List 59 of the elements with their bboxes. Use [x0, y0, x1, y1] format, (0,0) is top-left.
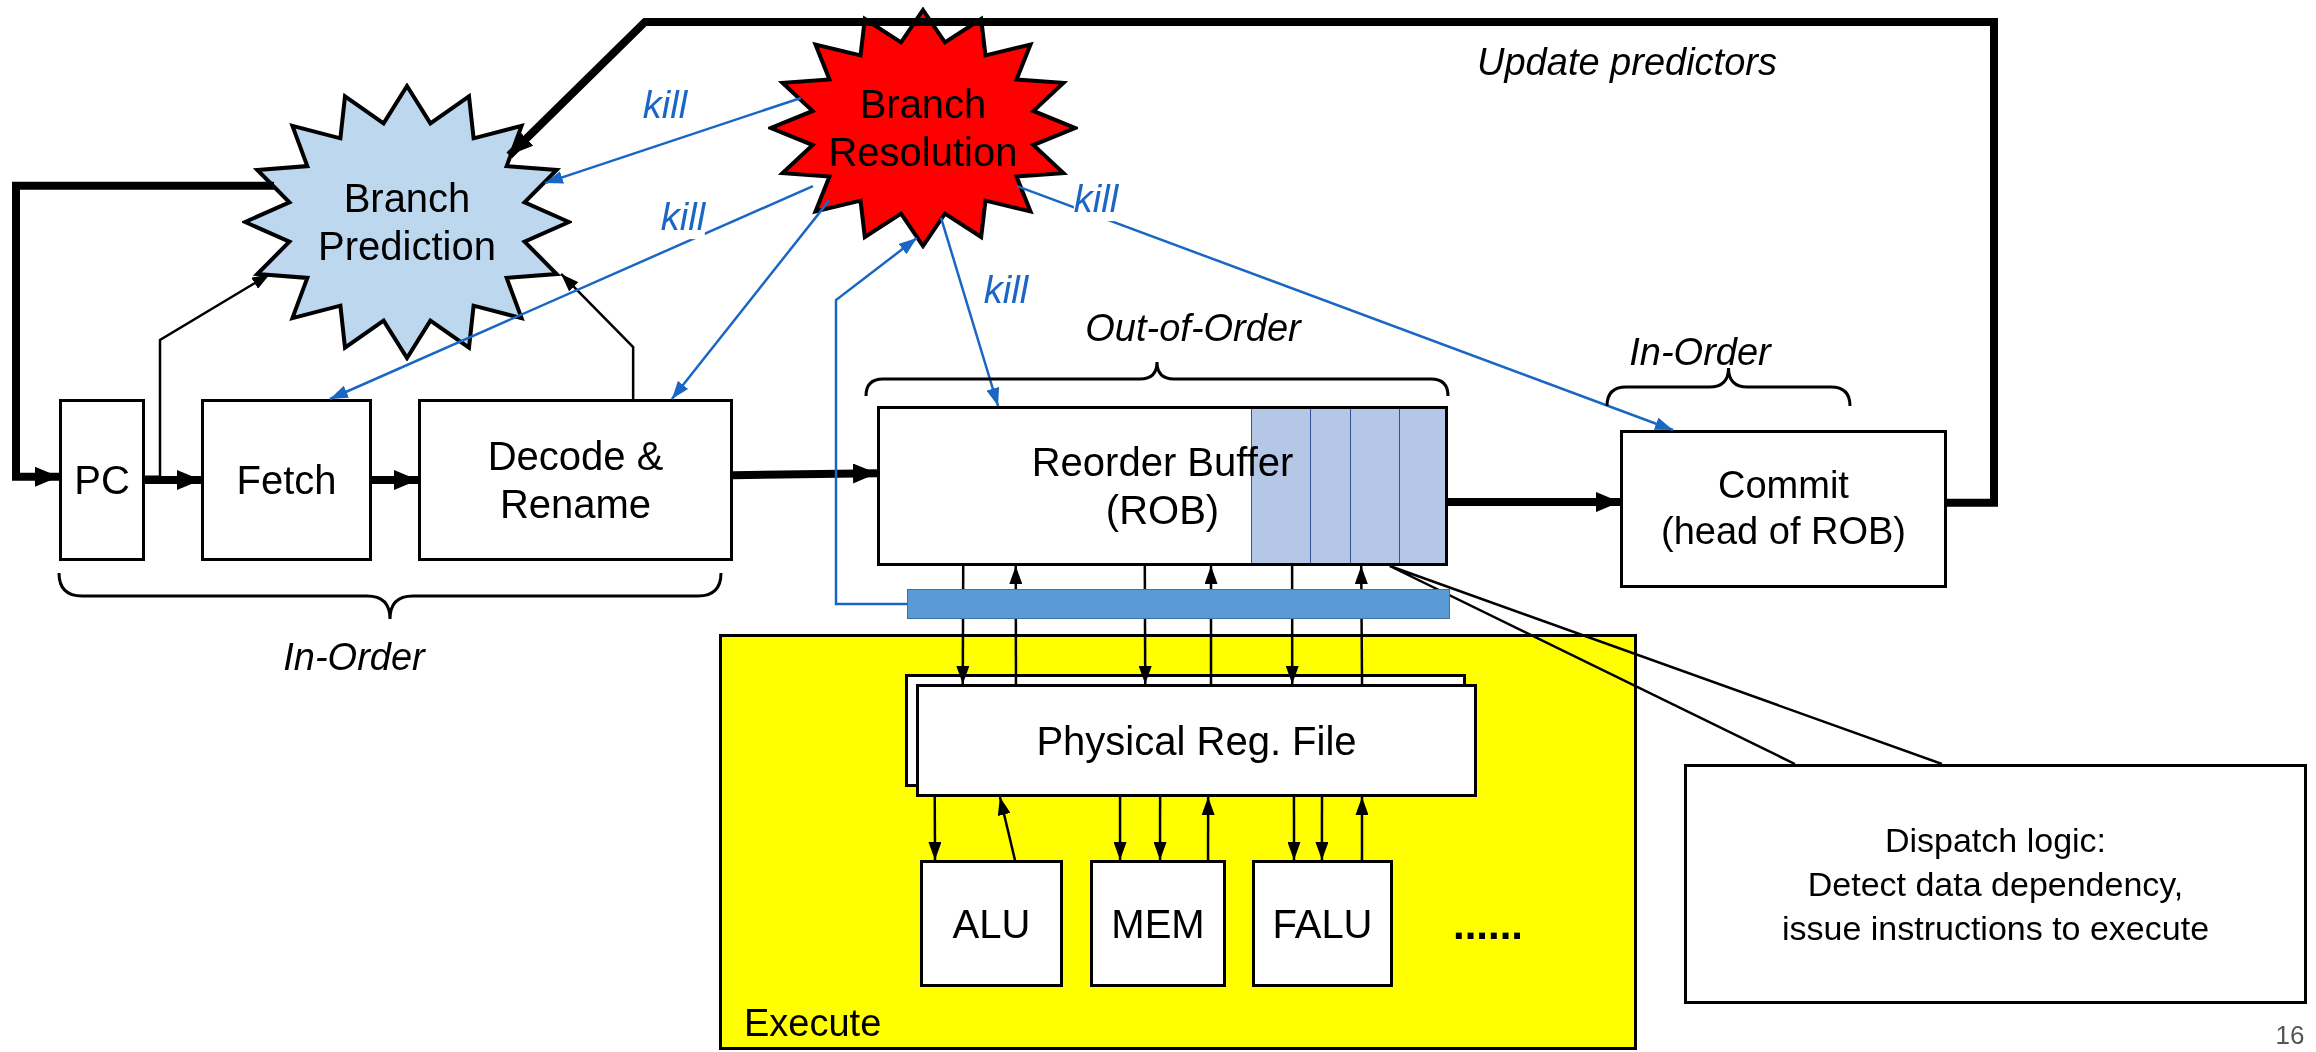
- node-label: Decode & Rename: [486, 433, 665, 528]
- callout-heading: Dispatch logic:: [1884, 819, 2107, 861]
- arrow: [928, 797, 942, 860]
- arrow: [956, 566, 970, 684]
- starburst: [242, 83, 572, 361]
- node-label: Branch Resolution: [827, 81, 1019, 176]
- arrow: [732, 463, 878, 484]
- buffer-box: [877, 406, 1448, 566]
- brace-label: In-Order: [1629, 330, 1771, 374]
- arrow: [560, 273, 635, 399]
- node-label: FALU: [1272, 900, 1373, 948]
- node-label: ALU: [952, 900, 1031, 948]
- page-number: 16: [2275, 1019, 2305, 1051]
- arrow: [506, 18, 1998, 507]
- arrow: [1355, 797, 1369, 860]
- arrow: [372, 470, 418, 490]
- arrow: [1448, 492, 1620, 513]
- unit-box: [1090, 860, 1226, 987]
- execute-panel: [719, 634, 1637, 1050]
- process-box: [1620, 430, 1947, 588]
- arrow: [834, 237, 918, 606]
- brace-label: Out-of-Order: [1085, 306, 1301, 350]
- arrow: [939, 217, 1000, 407]
- node-label: Physical Reg. File: [1036, 717, 1357, 765]
- arrow: [1009, 566, 1023, 684]
- unit-box: [920, 860, 1063, 987]
- node-label: Commit: [1718, 463, 1849, 509]
- panel-title: Execute: [744, 1001, 882, 1047]
- arrow: [1016, 184, 1674, 432]
- callout-box: [1684, 764, 2307, 1004]
- unit-box: [1252, 860, 1393, 987]
- arrow: [997, 796, 1017, 861]
- ellipsis: ......: [1453, 901, 1523, 949]
- node-label: MEM: [1111, 900, 1205, 948]
- arrow: [1287, 797, 1301, 860]
- arrow: [145, 470, 201, 490]
- arrow: [1153, 797, 1167, 860]
- node-label: Branch Prediction: [317, 175, 497, 270]
- node-label: Fetch: [236, 457, 337, 504]
- brace-label: In-Order: [283, 635, 425, 679]
- arrow: [1204, 566, 1218, 684]
- arrow: [670, 199, 831, 400]
- node-label: (head of ROB): [1661, 509, 1906, 554]
- arrow: [329, 184, 814, 401]
- process-box: [59, 399, 145, 561]
- arrow: [1138, 566, 1152, 684]
- arrow: [1315, 797, 1329, 860]
- process-box: [418, 399, 733, 561]
- arrow: [1285, 566, 1299, 684]
- node-label: PC: [74, 457, 130, 504]
- arrow: [1354, 566, 1368, 684]
- leader-line: [1388, 564, 1944, 766]
- dispatch-bar: [907, 589, 1450, 619]
- arrow: [1201, 797, 1215, 860]
- register-file-box: [905, 674, 1477, 797]
- arrow: [12, 181, 274, 487]
- process-box: [201, 399, 372, 561]
- arrow: [1113, 797, 1127, 860]
- callout-text: Detect data dependency, issue instructions to execute: [1780, 863, 2211, 950]
